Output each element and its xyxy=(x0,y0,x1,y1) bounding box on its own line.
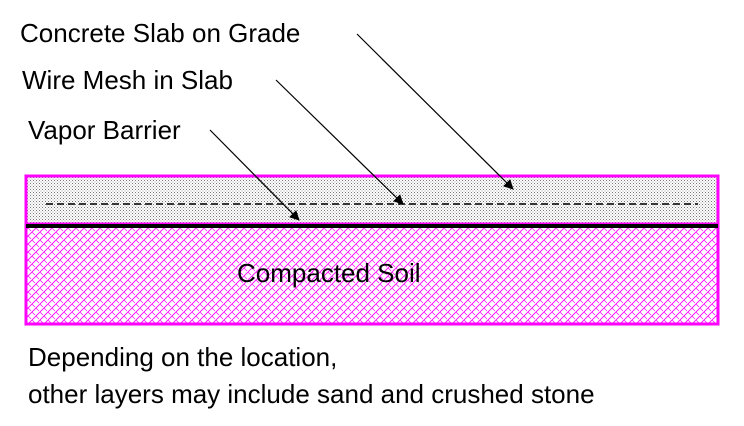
mesh-arrow xyxy=(275,79,404,205)
vapor-label: Vapor Barrier xyxy=(28,115,181,145)
note-line-2: other layers may include sand and crushe… xyxy=(28,379,595,409)
concrete-slab xyxy=(24,174,720,226)
concrete-label: Concrete Slab on Grade xyxy=(20,18,300,48)
note-line-1: Depending on the location, xyxy=(28,342,337,372)
vapor-arrow xyxy=(209,129,300,221)
mesh-label: Wire Mesh in Slab xyxy=(22,65,233,95)
soil-label: Compacted Soil xyxy=(237,258,421,288)
concrete-arrow xyxy=(356,33,514,190)
